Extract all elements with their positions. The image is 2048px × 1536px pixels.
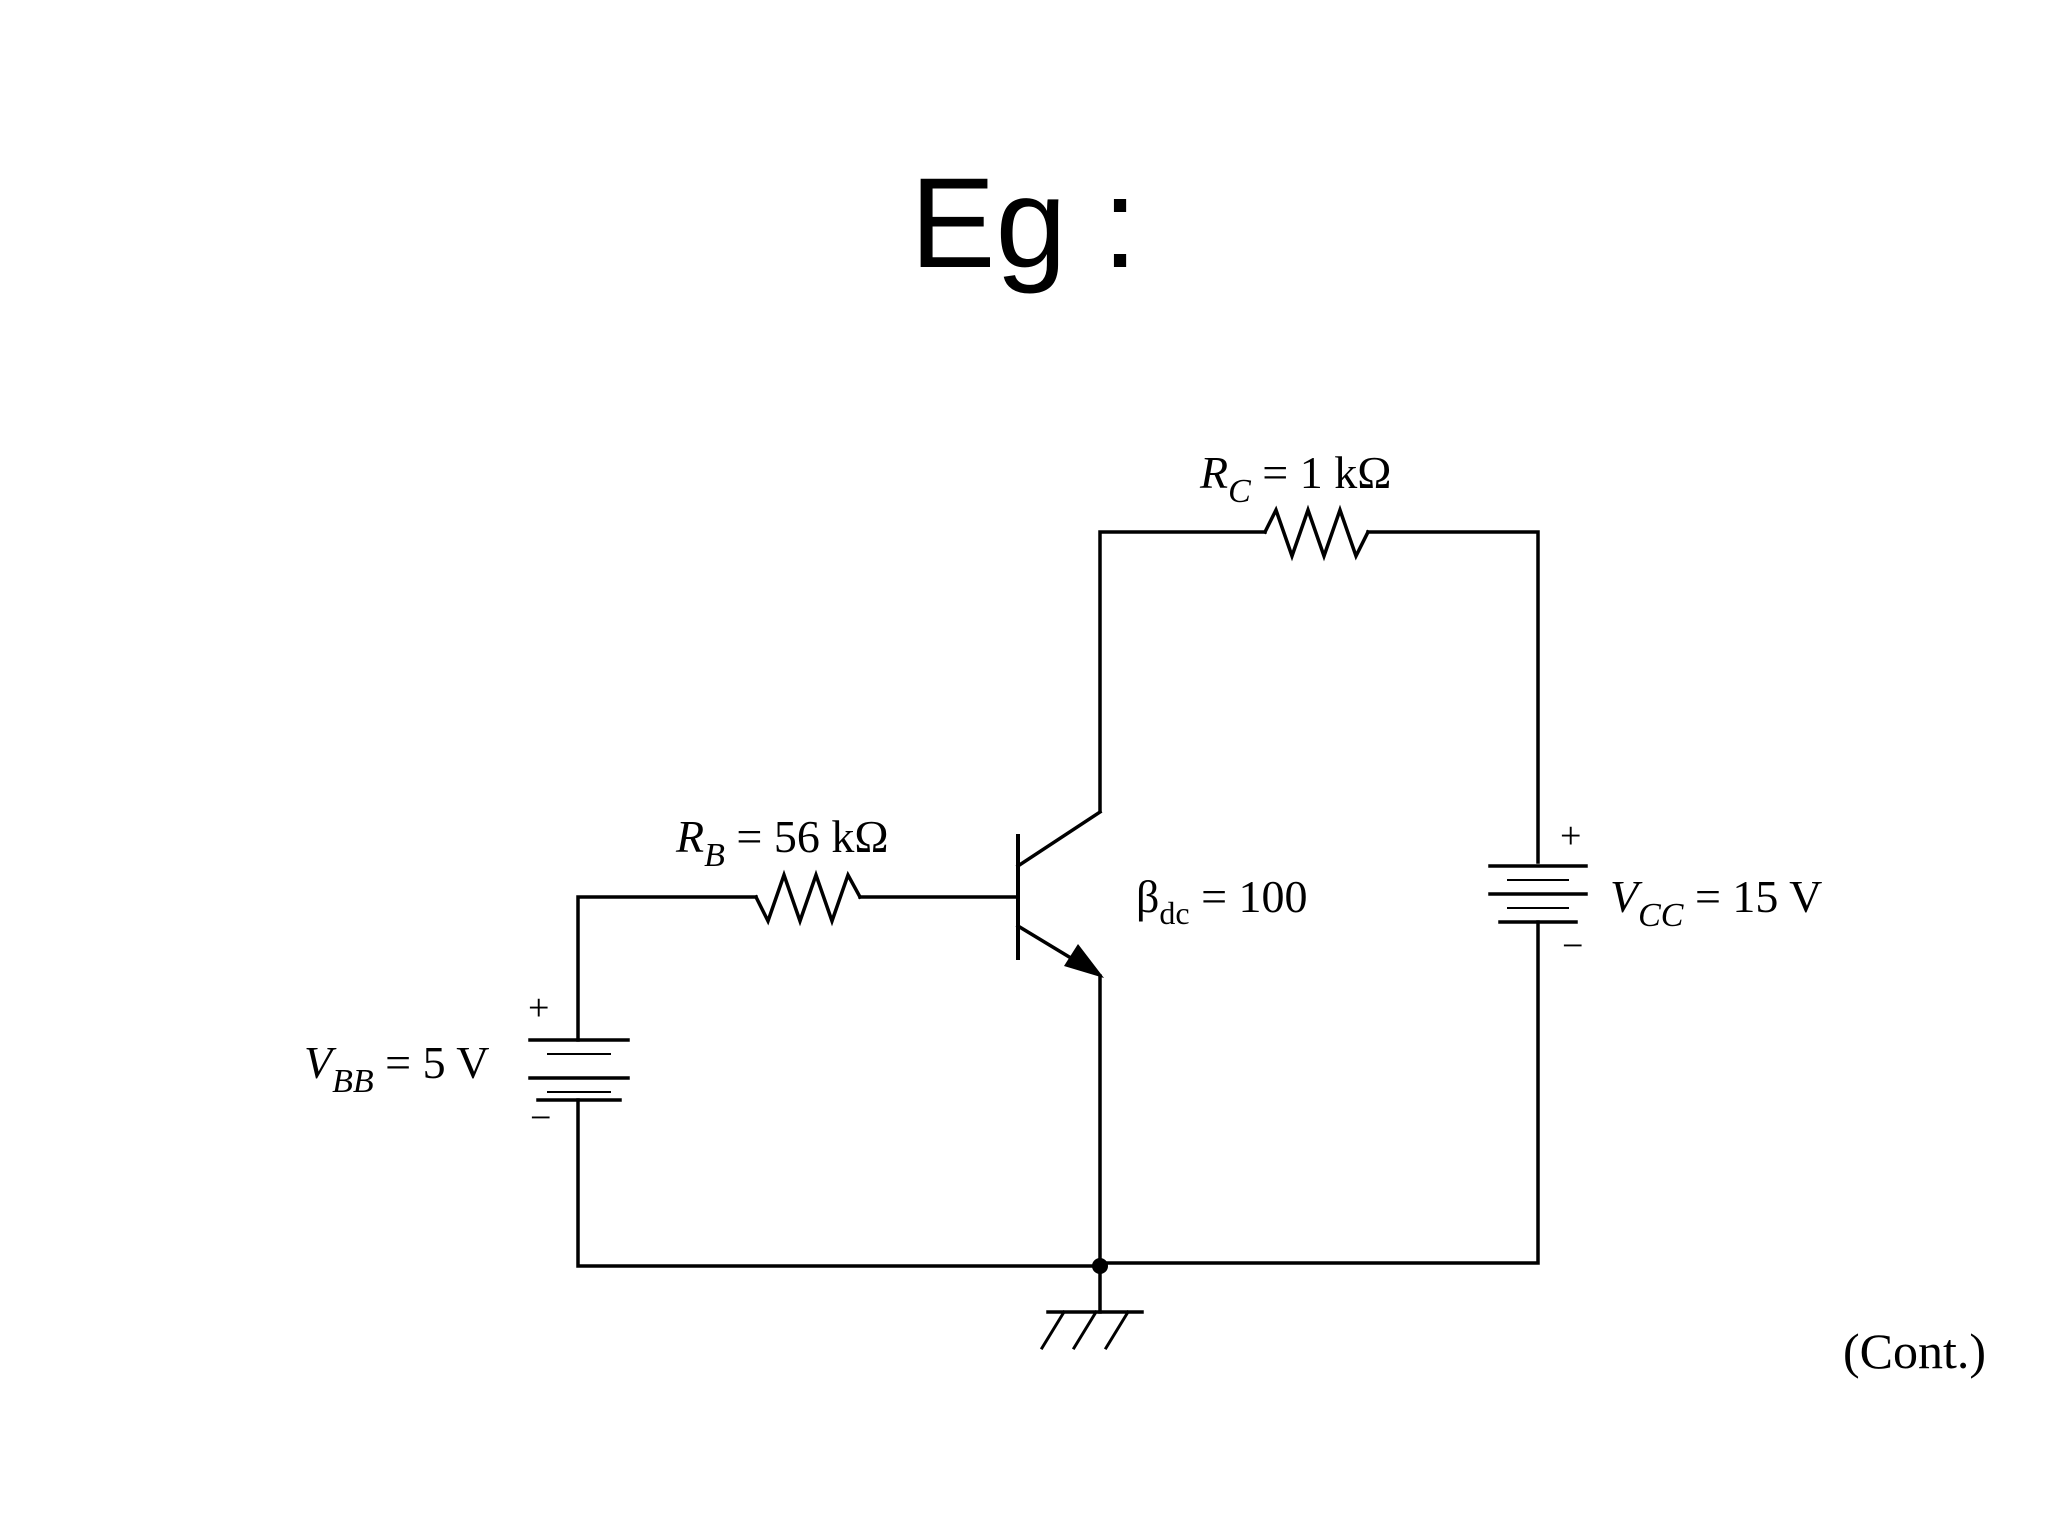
beta-symbol: β [1136,871,1159,922]
transistor-collector-lead [1015,809,1103,869]
rc-label: RC = 1 kΩ [1199,447,1391,510]
ground-hatch-3 [1103,1309,1131,1351]
resistor-rb-symbol [753,869,863,927]
wire-vcc-to-ground [1098,920,1540,1265]
rc-symbol: R [1199,447,1228,498]
rc-subscript: C [1228,473,1251,510]
resistor-rc-symbol [1262,504,1371,562]
rc-value: = 1 kΩ [1251,447,1392,498]
vcc-label: VCC = 15 V [1610,871,1822,934]
rb-value: = 56 kΩ [725,811,889,862]
wire-vbb-to-ground [576,1098,1102,1268]
vcc-plus-sign: + [1560,815,1581,857]
vcc-subscript: CC [1638,897,1684,934]
beta-label: βdc = 100 [1136,871,1308,931]
beta-subscript: dc [1159,895,1189,931]
vbb-minus-sign: − [530,1097,551,1139]
vbb-label: VBB = 5 V [304,1037,490,1100]
rb-subscript: B [704,837,725,874]
rb-symbol: R [675,811,704,862]
wire-collector-top [1098,530,1267,812]
wire-rb-to-vbb [576,895,758,1042]
slide-title: Eg : [910,152,1138,295]
vbb-value: = 5 V [374,1037,490,1088]
rb-label: RB = 56 kΩ [675,811,889,874]
emitter-arrow [1064,944,1104,978]
ground-hatch-1 [1039,1309,1067,1351]
beta-value: = 100 [1190,871,1308,922]
vcc-symbol: V [1610,871,1643,922]
wire-rc-to-vcc [1366,530,1540,864]
vbb-plus-sign: + [528,987,549,1029]
vcc-minus-sign: − [1562,925,1583,967]
continuation-note: (Cont.) [1842,1323,1986,1379]
vbb-symbol: V [304,1037,337,1088]
ground-hatch-2 [1071,1309,1099,1351]
vbb-subscript: BB [332,1063,374,1100]
vcc-value: = 15 V [1683,871,1822,922]
ground-junction-dot [1092,1258,1108,1274]
